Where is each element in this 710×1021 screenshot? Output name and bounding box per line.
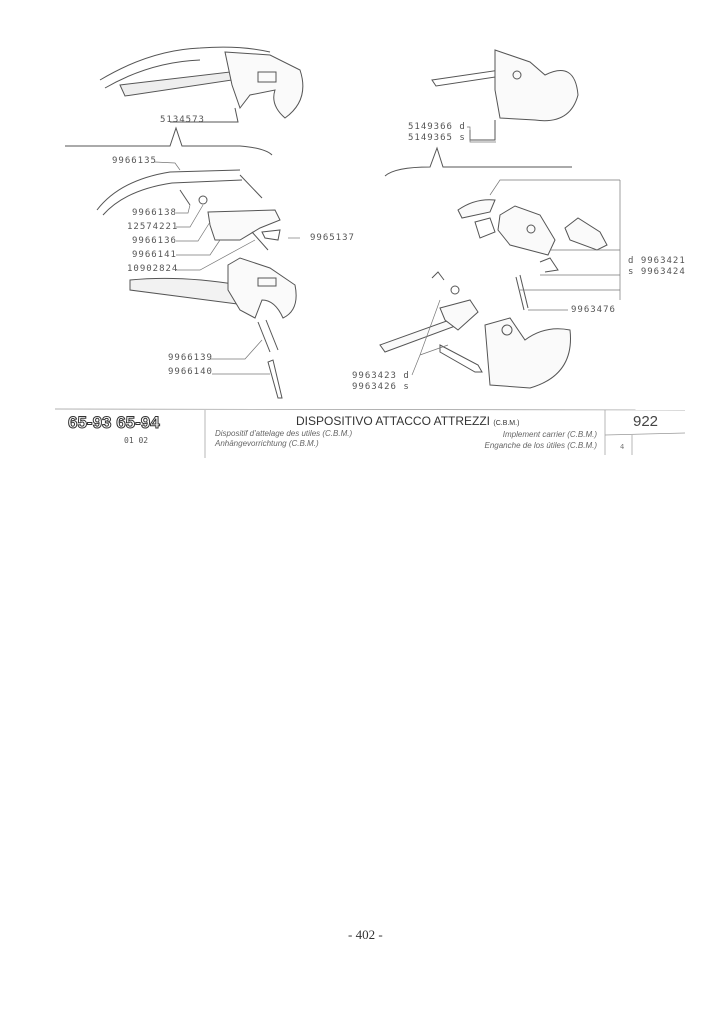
table-number: 922 [633, 413, 659, 430]
part-label: 9963476 [571, 305, 616, 315]
title-french: Dispositif d'attelage des utiles (C.B.M.… [215, 429, 353, 438]
title-spanish: Enganche de los útiles (C.B.M.) [484, 441, 598, 450]
hook-exploded-left [96, 169, 297, 399]
part-label: 9966136 [132, 236, 177, 246]
section-title: DISPOSITIVO ATTACCO ATTREZZI (C.B.M.) [296, 414, 519, 428]
part-label: 9963426 s [352, 382, 410, 392]
part-label: s 9963424 [628, 267, 686, 277]
part-label: d 9963421 [628, 256, 686, 266]
title-suffix: (C.B.M.) [493, 420, 520, 427]
part-label: 9963423 d [352, 371, 410, 381]
title-german: Anhängevorrichtung (C.B.M.) [215, 439, 319, 448]
title-text: DISPOSITIVO ATTACCO ATTREZZI [296, 414, 491, 428]
model-numbers: 65-93 65-94 [68, 413, 161, 433]
part-label: 9966135 [112, 156, 157, 166]
part-label: 10902824 [127, 264, 179, 274]
hook-assembly-left-top [99, 46, 304, 123]
part-label: 5134573 [160, 115, 205, 125]
part-label: 9966140 [168, 367, 213, 377]
hook-assembly-right-top [431, 49, 579, 141]
part-label: 12574221 [127, 222, 179, 232]
sheet-number: 4 [620, 443, 625, 451]
hook-exploded-right [379, 199, 608, 389]
part-label: 9966141 [132, 250, 177, 260]
part-label: 9965137 [310, 233, 355, 243]
page-number: - 402 - [348, 927, 383, 942]
footer-rules [54, 408, 686, 458]
part-label: 5149366 d [408, 122, 466, 132]
part-label: 9966138 [132, 208, 177, 218]
part-label: 5149365 s [408, 133, 466, 143]
title-english: Implement carrier (C.B.M.) [502, 430, 597, 439]
leader-lines [154, 126, 621, 376]
part-label: 9966139 [168, 353, 213, 363]
title-block: 65-93 65-94 01 02 DISPOSITIVO ATTACCO AT… [60, 410, 685, 460]
date-code: 01 02 [124, 436, 149, 445]
